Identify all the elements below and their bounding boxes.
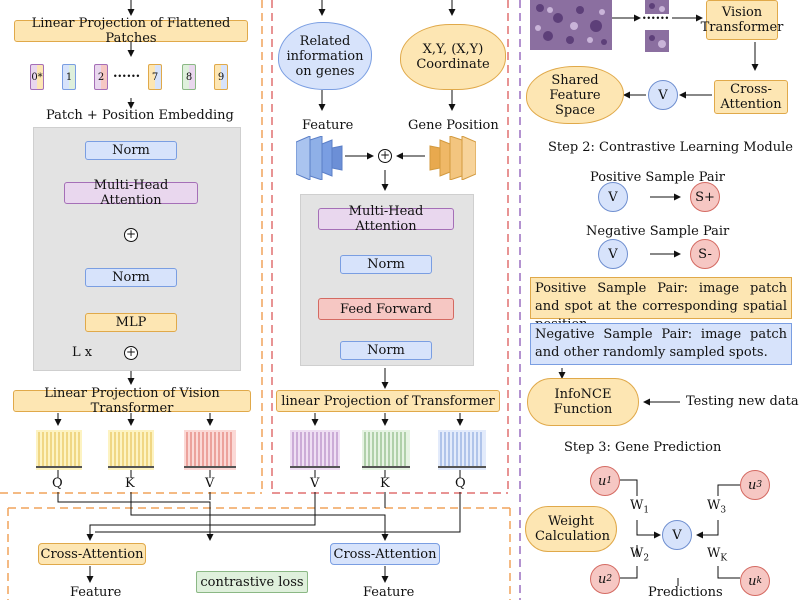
left-feature-output: Feature <box>70 585 122 600</box>
patch-position-embedding-label: Patch + Position Embedding <box>46 108 234 123</box>
encoder-norm-2: Norm <box>85 268 177 287</box>
image-patch-bottom <box>645 30 669 52</box>
middle-q-label: Q <box>455 476 466 491</box>
patch-token-7: 7 <box>148 64 162 90</box>
weight-calculation-cloud: Weight Calculation <box>525 506 617 552</box>
step3-title: Step 3: Gene Prediction <box>564 440 722 455</box>
positive-v-node: V <box>598 182 628 212</box>
value-embedding-bars <box>184 430 236 470</box>
key-embedding-bars <box>108 430 154 470</box>
w1-label: W1 <box>630 498 650 516</box>
gene-info-cloud: Related information on genes <box>278 22 372 90</box>
transformer-encoder-block <box>33 127 241 371</box>
gene-feed-forward: Feed Forward <box>318 298 454 320</box>
gene-value-embedding-bars <box>290 430 340 470</box>
gene-position-label: Gene Position <box>408 118 499 133</box>
infonce-function-cloud: InfoNCE Function <box>527 378 639 426</box>
feature-encoder-icon <box>296 136 343 180</box>
patch-token-1: 1 <box>62 64 76 90</box>
encoder-norm-1: Norm <box>85 141 177 160</box>
positive-pair-label: Positive Sample Pair <box>590 170 726 185</box>
histology-image-icon <box>530 0 612 50</box>
patch-ellipsis: ...... <box>113 66 141 81</box>
middle-v-label: V <box>310 476 320 491</box>
patch-token-0: 0* <box>30 64 44 90</box>
middle-feature-label: Feature <box>302 118 354 133</box>
shared-feature-space-cloud: Shared Feature Space <box>526 66 624 124</box>
left-v-label: V <box>205 476 215 491</box>
residual-add-1: + <box>124 227 138 242</box>
negative-pair-label: Negative Sample Pair <box>586 224 730 239</box>
predictions-label: Predictions <box>648 585 723 600</box>
patch-token-8: 8 <box>182 64 196 90</box>
testing-new-data-label: Testing new data <box>686 394 799 409</box>
w2-label: W2 <box>630 546 650 564</box>
left-q-label: Q <box>52 476 63 491</box>
wk-label: WK <box>707 546 728 564</box>
encoder-multi-head-attention: Multi-Head Attention <box>64 178 198 208</box>
linear-projection-transformer: linear Projection of Transformer <box>276 390 500 412</box>
vision-transformer-box: Vision Transformer <box>701 0 783 40</box>
linear-projection-flattened-patches: Linear Projection of Flattened Patches <box>14 16 248 46</box>
coordinate-cloud: X,Y, (X,Y) Coordinate <box>400 24 506 90</box>
w3-label: W3 <box>707 498 727 516</box>
contrastive-loss-label: contrastive loss <box>196 571 308 593</box>
middle-cross-attention: Cross-Attention <box>330 543 440 565</box>
feature-position-add: + <box>378 148 392 163</box>
positive-pair-note: Positive Sample Pair: image patch and sp… <box>530 277 792 332</box>
right-cross-attention: Cross-Attention <box>714 80 788 114</box>
left-cross-attention: Cross-Attention <box>38 543 146 565</box>
linear-projection-vision-transformer: Linear Projection of Vision Transformer <box>13 386 251 416</box>
gene-multi-head-attention: Multi-Head Attention <box>318 204 454 234</box>
query-embedding-bars <box>36 430 82 470</box>
step2-title: Step 2: Contrastive Learning Module <box>548 140 793 155</box>
gene-query-embedding-bars <box>438 430 486 470</box>
gene-key-embedding-bars <box>362 430 410 470</box>
negative-s-node: S- <box>690 239 720 269</box>
right-patch-ellipsis: ...... <box>642 8 670 23</box>
negative-pair-note: Negative Sample Pair: image patch and ot… <box>530 323 792 365</box>
gene-norm-1: Norm <box>340 255 432 274</box>
encoder-mlp: MLP <box>85 313 177 332</box>
middle-k-label: K <box>380 476 390 491</box>
patch-token-2: 2 <box>94 64 108 90</box>
image-patch-top <box>645 0 669 14</box>
gene-norm-2: Norm <box>340 341 432 360</box>
middle-feature-output: Feature <box>363 585 415 600</box>
patch-token-9: 9 <box>214 64 228 90</box>
gene-position-encoder-icon <box>429 136 476 180</box>
prediction-v-node: V <box>662 520 692 550</box>
negative-v-node: V <box>598 239 628 269</box>
residual-add-2: + <box>124 345 138 360</box>
left-k-label: K <box>125 476 135 491</box>
shared-v-node: V <box>648 80 678 110</box>
positive-s-node: S+ <box>690 182 720 212</box>
layer-repeat-label: L x <box>72 345 93 360</box>
